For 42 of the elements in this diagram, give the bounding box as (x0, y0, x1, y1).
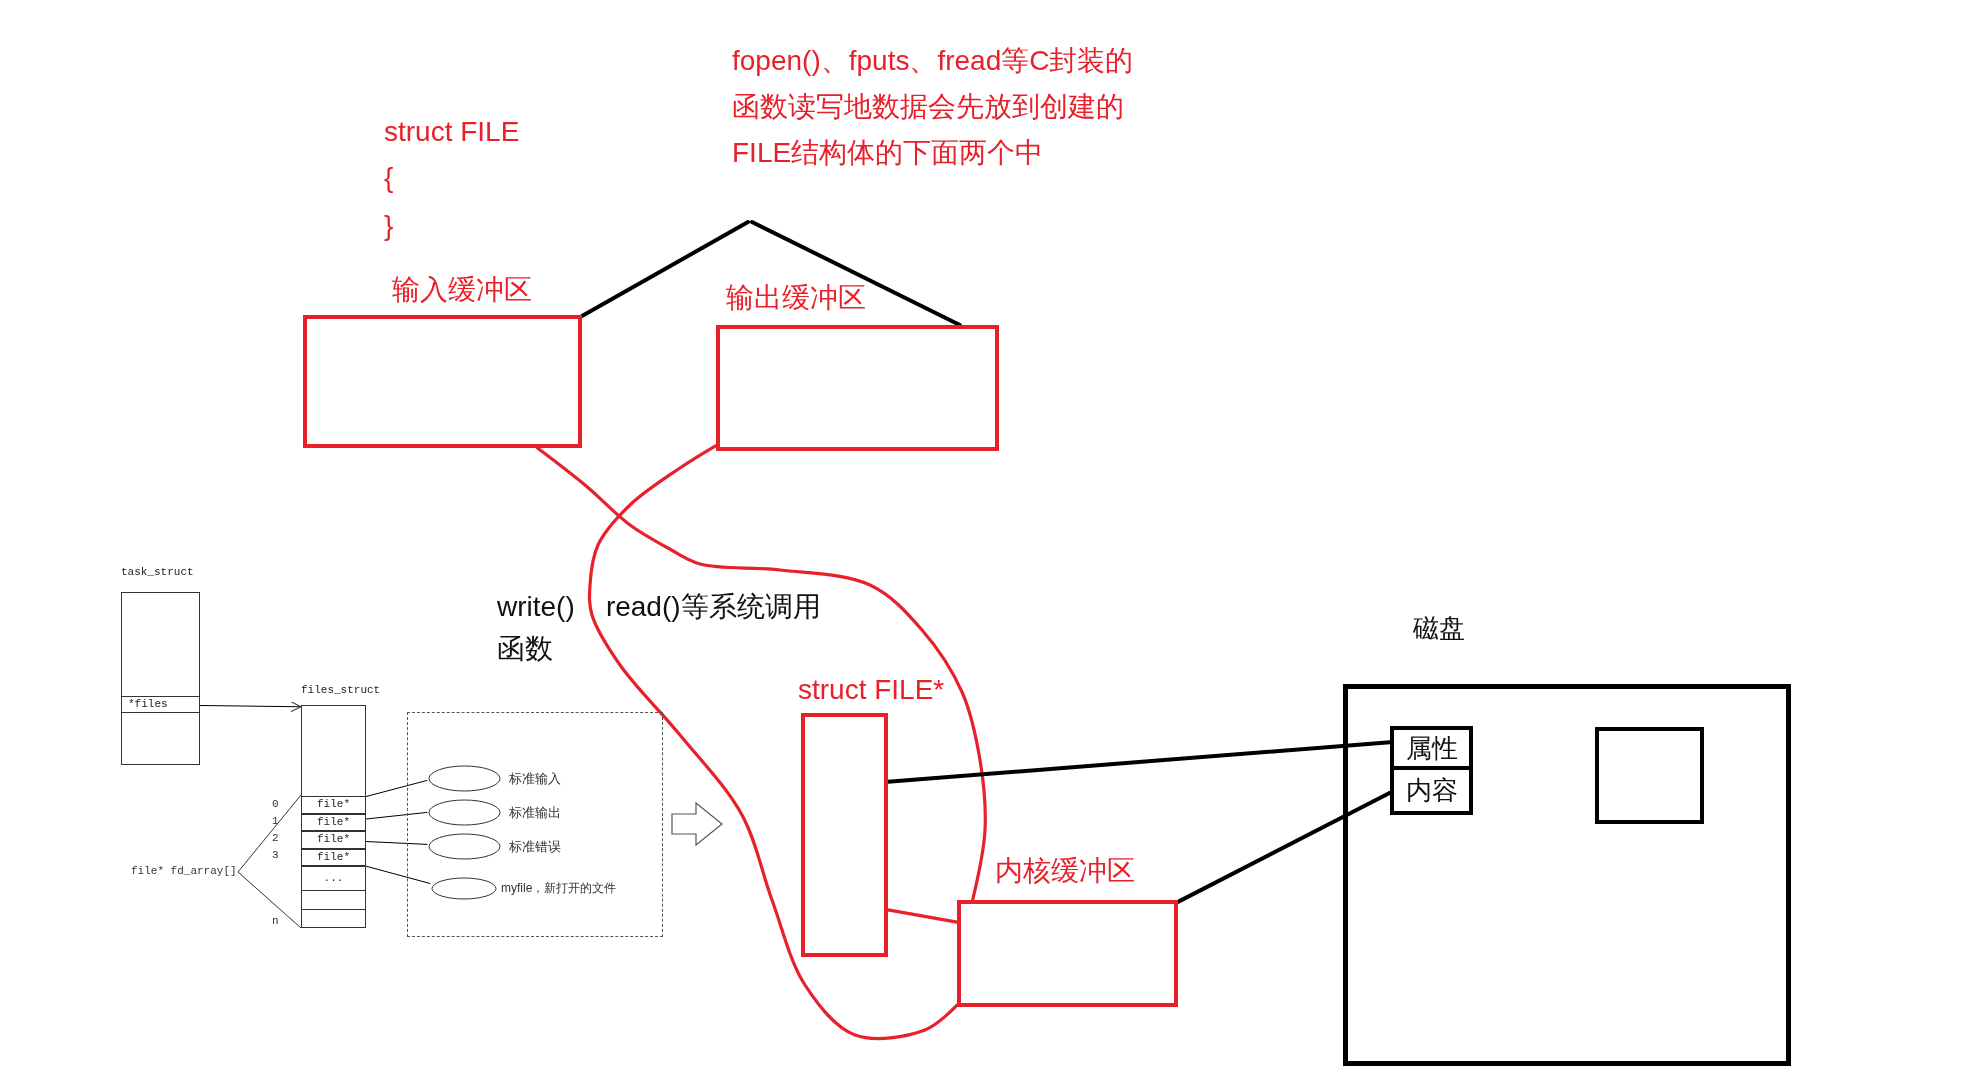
data-block (1595, 727, 1704, 824)
struct-label: struct FILE* (798, 673, 945, 707)
connector-line (587, 444, 959, 1041)
index-number: 2 (272, 831, 279, 845)
arrow (199, 701, 302, 713)
pointer-slot: ... (301, 866, 366, 891)
connector-line (365, 811, 428, 820)
pointer-slot: file* (301, 813, 366, 831)
brace: { (384, 161, 394, 195)
disk-label: 磁盘 (1413, 612, 1465, 645)
index-number: 1 (272, 814, 279, 828)
connector-line (886, 740, 1392, 784)
connector-line (365, 841, 428, 845)
file-label: 标准输入 (509, 770, 561, 788)
connector-line (535, 446, 987, 902)
file-label: 标准输出 (509, 804, 561, 822)
struct-label: files_struct (301, 683, 381, 698)
connector-line (1176, 790, 1392, 904)
buffer-label: 输出缓冲区 (726, 281, 866, 315)
index-number: 0 (272, 797, 279, 811)
buffer-label: 内核缓冲区 (995, 854, 1135, 888)
connector-line (750, 220, 962, 327)
index-number: 3 (272, 848, 279, 862)
struct-label: task_struct (121, 565, 194, 580)
brace: } (384, 209, 394, 243)
connector-line (365, 779, 428, 798)
buffer-label: 输入缓冲区 (392, 273, 532, 307)
connector-line (580, 220, 750, 319)
connector-line (364, 865, 431, 884)
connector-line (886, 908, 959, 924)
pointer-slot: file* (301, 831, 366, 849)
array-label: file* fd_array[] (131, 864, 237, 878)
pointer-slot: file* (301, 796, 366, 814)
annotation-text: fopen()、fputs、fread等C封装的函数读写地数据会先放到创建的FILE结构体的下面两个中 (732, 38, 1142, 222)
code-text: struct FILE (384, 115, 520, 149)
pointer-slot: file* (301, 848, 366, 866)
file-label: 标准错误 (509, 838, 561, 856)
file-label: myfile，新打开的文件 (501, 880, 617, 897)
dashed-frame (407, 712, 663, 937)
struct-field: *files (121, 696, 200, 713)
caption-text: write() read()等系统调用函数 (497, 590, 822, 666)
index-number: n (272, 914, 279, 928)
